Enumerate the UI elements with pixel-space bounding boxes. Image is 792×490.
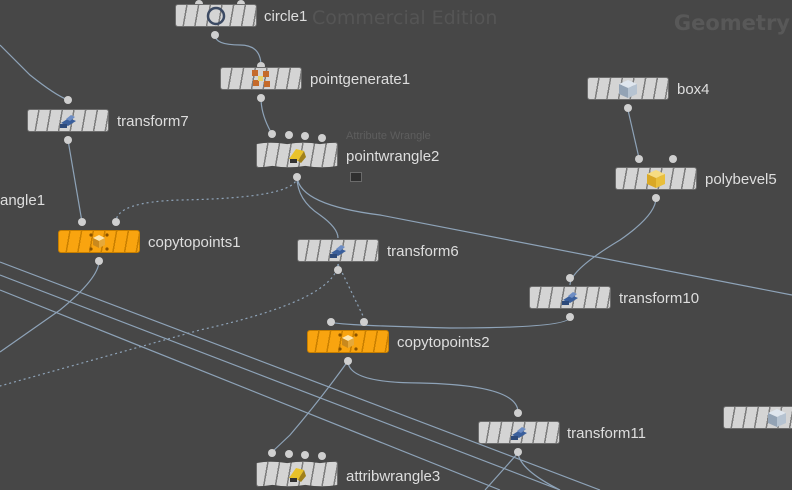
node-badge-icon: [350, 172, 362, 182]
wire-transform10-to-copytopoints2: [330, 316, 571, 329]
polybevel-icon: [647, 169, 665, 188]
output-port[interactable]: [293, 173, 301, 181]
output-port[interactable]: [95, 257, 103, 265]
wire-offscreen-a: [0, 261, 601, 490]
transform-icon: [562, 291, 578, 305]
output-port[interactable]: [514, 448, 522, 456]
node-transform11[interactable]: [478, 421, 560, 444]
node-transform6[interactable]: [297, 239, 379, 262]
input-port[interactable]: [78, 218, 86, 226]
wrangle-icon: [289, 149, 306, 163]
transform-icon: [330, 244, 346, 258]
output-port[interactable]: [334, 266, 342, 274]
output-port[interactable]: [566, 313, 574, 321]
node-type-label: Attribute Wrangle: [346, 130, 431, 142]
wire-copytopoints2-to-attribwrangle3: [271, 360, 349, 453]
input-port[interactable]: [112, 218, 120, 226]
node-label-transform10: transform10: [619, 290, 700, 307]
box-icon: [768, 408, 786, 427]
input-port[interactable]: [514, 409, 522, 417]
node-label-polybevel5: polybevel5: [705, 171, 777, 188]
circle-icon: [206, 6, 226, 25]
input-port[interactable]: [327, 318, 335, 326]
transform-icon: [511, 426, 527, 440]
node-copytopoints1[interactable]: [58, 230, 140, 253]
wire-offscreen-b: [0, 289, 501, 490]
node-label-box4: box4: [677, 81, 710, 98]
input-port[interactable]: [318, 452, 326, 460]
node-label-attribwrangle3: attribwrangle3: [346, 468, 441, 485]
node-label-copytopoints1: copytopoints1: [148, 234, 241, 251]
node-label-transform7: transform7: [117, 113, 189, 130]
input-port[interactable]: [669, 155, 677, 163]
node-label-pointgenerate1: pointgenerate1: [310, 71, 411, 88]
input-port[interactable]: [635, 155, 643, 163]
node-copytopoints2[interactable]: [307, 330, 389, 353]
node-label-partial: angle1: [0, 192, 46, 209]
input-port[interactable]: [285, 450, 293, 458]
wire-box-to-polybevel: [627, 109, 640, 159]
node-circle1[interactable]: [175, 4, 257, 27]
copy-to-points-icon: [338, 332, 358, 351]
output-port[interactable]: [257, 94, 265, 102]
wire-pointgenerate-to-pointwrangle: [260, 97, 273, 135]
point-generate-icon: [252, 69, 270, 87]
node-box4[interactable]: [587, 77, 669, 100]
wire-copytopoints2-to-transform11: [347, 360, 519, 413]
node-pointwrangle2[interactable]: [256, 142, 338, 168]
input-port[interactable]: [268, 449, 276, 457]
wire-copytopoints1-out: [0, 260, 100, 353]
input-port[interactable]: [64, 96, 72, 104]
transform-icon: [60, 114, 76, 128]
output-port[interactable]: [344, 357, 352, 365]
dep-wire-transform6-left: [0, 263, 339, 387]
input-port[interactable]: [566, 274, 574, 282]
input-port[interactable]: [257, 62, 265, 70]
dep-wire-pointwrangle-copytopoints1: [115, 176, 298, 223]
wire-pointwrangle-to-right: [296, 176, 792, 296]
wire-transform11-out-b: [517, 452, 561, 490]
output-port[interactable]: [211, 31, 219, 39]
node-transform7[interactable]: [27, 109, 109, 132]
node-attribwrangle3[interactable]: [256, 461, 338, 487]
box-icon: [619, 79, 637, 98]
copy-to-points-icon: [89, 232, 109, 251]
output-port[interactable]: [624, 104, 632, 112]
node-label-copytopoints2: copytopoints2: [397, 334, 490, 351]
node-label-transform6: transform6: [387, 243, 459, 260]
wire-circle-to-pointgenerate: [214, 34, 262, 67]
wire-pointwrangle-to-transform6: [296, 176, 339, 239]
node-polybevel5[interactable]: [615, 167, 697, 190]
wire-transform7-to-copytopoints1: [67, 139, 83, 223]
input-port[interactable]: [318, 134, 326, 142]
input-port[interactable]: [301, 132, 309, 140]
wire-polybevel-to-transform10: [569, 197, 657, 286]
output-port[interactable]: [652, 194, 660, 202]
wire-offscreen-left-a: [0, 44, 69, 101]
node-pointgenerate1[interactable]: [220, 67, 302, 90]
dep-wire-transform6-copytopoints2: [337, 263, 365, 319]
wrangle-icon: [289, 468, 306, 482]
node-label-transform11: transform11: [567, 425, 646, 442]
context-watermark: Geometry: [673, 11, 790, 35]
input-port[interactable]: [360, 318, 368, 326]
output-port[interactable]: [64, 136, 72, 144]
node-box-partial[interactable]: [723, 406, 792, 429]
input-port[interactable]: [268, 130, 276, 138]
node-label-pointwrangle2: pointwrangle2: [346, 148, 440, 165]
edition-watermark: Commercial Edition: [312, 7, 498, 29]
input-port[interactable]: [285, 131, 293, 139]
wire-offscreen-c: [0, 274, 561, 490]
node-label-circle1: circle1: [264, 8, 308, 25]
wire-transform11-out: [484, 452, 519, 490]
node-transform10[interactable]: [529, 286, 611, 309]
input-port[interactable]: [301, 451, 309, 459]
